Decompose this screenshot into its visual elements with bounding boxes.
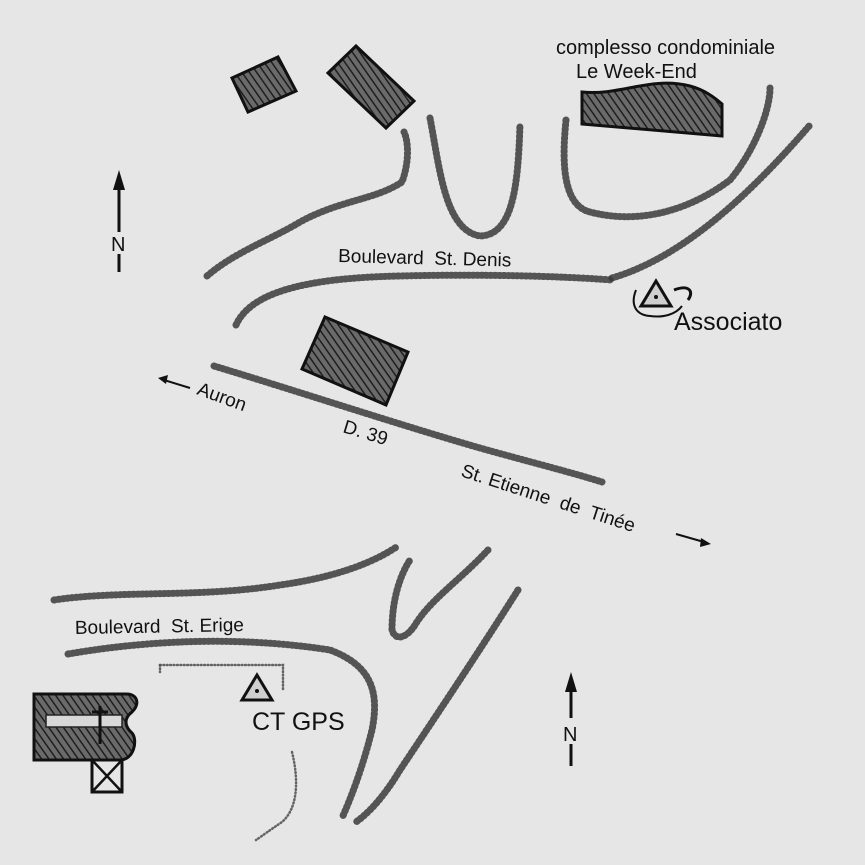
street-label-st-erige: Boulevard St. Erige xyxy=(75,615,244,639)
complex-label-line1: complesso condominiale xyxy=(556,37,775,59)
direction-label-auron: Auron xyxy=(194,379,249,416)
station-label-associato: Associato xyxy=(674,308,782,336)
crossed-box-icon xyxy=(90,758,124,794)
building-bottom-left xyxy=(32,692,139,762)
station-label-ctgps: CT GPS xyxy=(252,708,345,736)
north-arrow-icon xyxy=(565,672,577,766)
direction-label-st-etienne: St. Etienne de Tinée xyxy=(458,461,637,537)
roads-lower xyxy=(50,542,522,826)
arrow-to-auron-icon xyxy=(158,375,191,389)
arrow-to-st-etienne-icon xyxy=(675,533,711,547)
building-top-center xyxy=(325,43,417,131)
north-arrow-icon xyxy=(113,170,125,272)
street-label-st-denis: Boulevard St. Denis xyxy=(338,246,512,272)
building-small-top-left xyxy=(229,55,299,114)
complex-label-line2: Le Week-End xyxy=(576,61,697,83)
survey-triangle-icon xyxy=(239,672,275,702)
north-label: N xyxy=(111,234,125,256)
building-center xyxy=(300,315,410,407)
fence-line xyxy=(158,663,298,842)
survey-triangle-icon xyxy=(632,278,693,318)
building-le-week-end xyxy=(580,81,724,138)
roads-upper xyxy=(203,84,814,486)
north-label: N xyxy=(563,724,577,746)
